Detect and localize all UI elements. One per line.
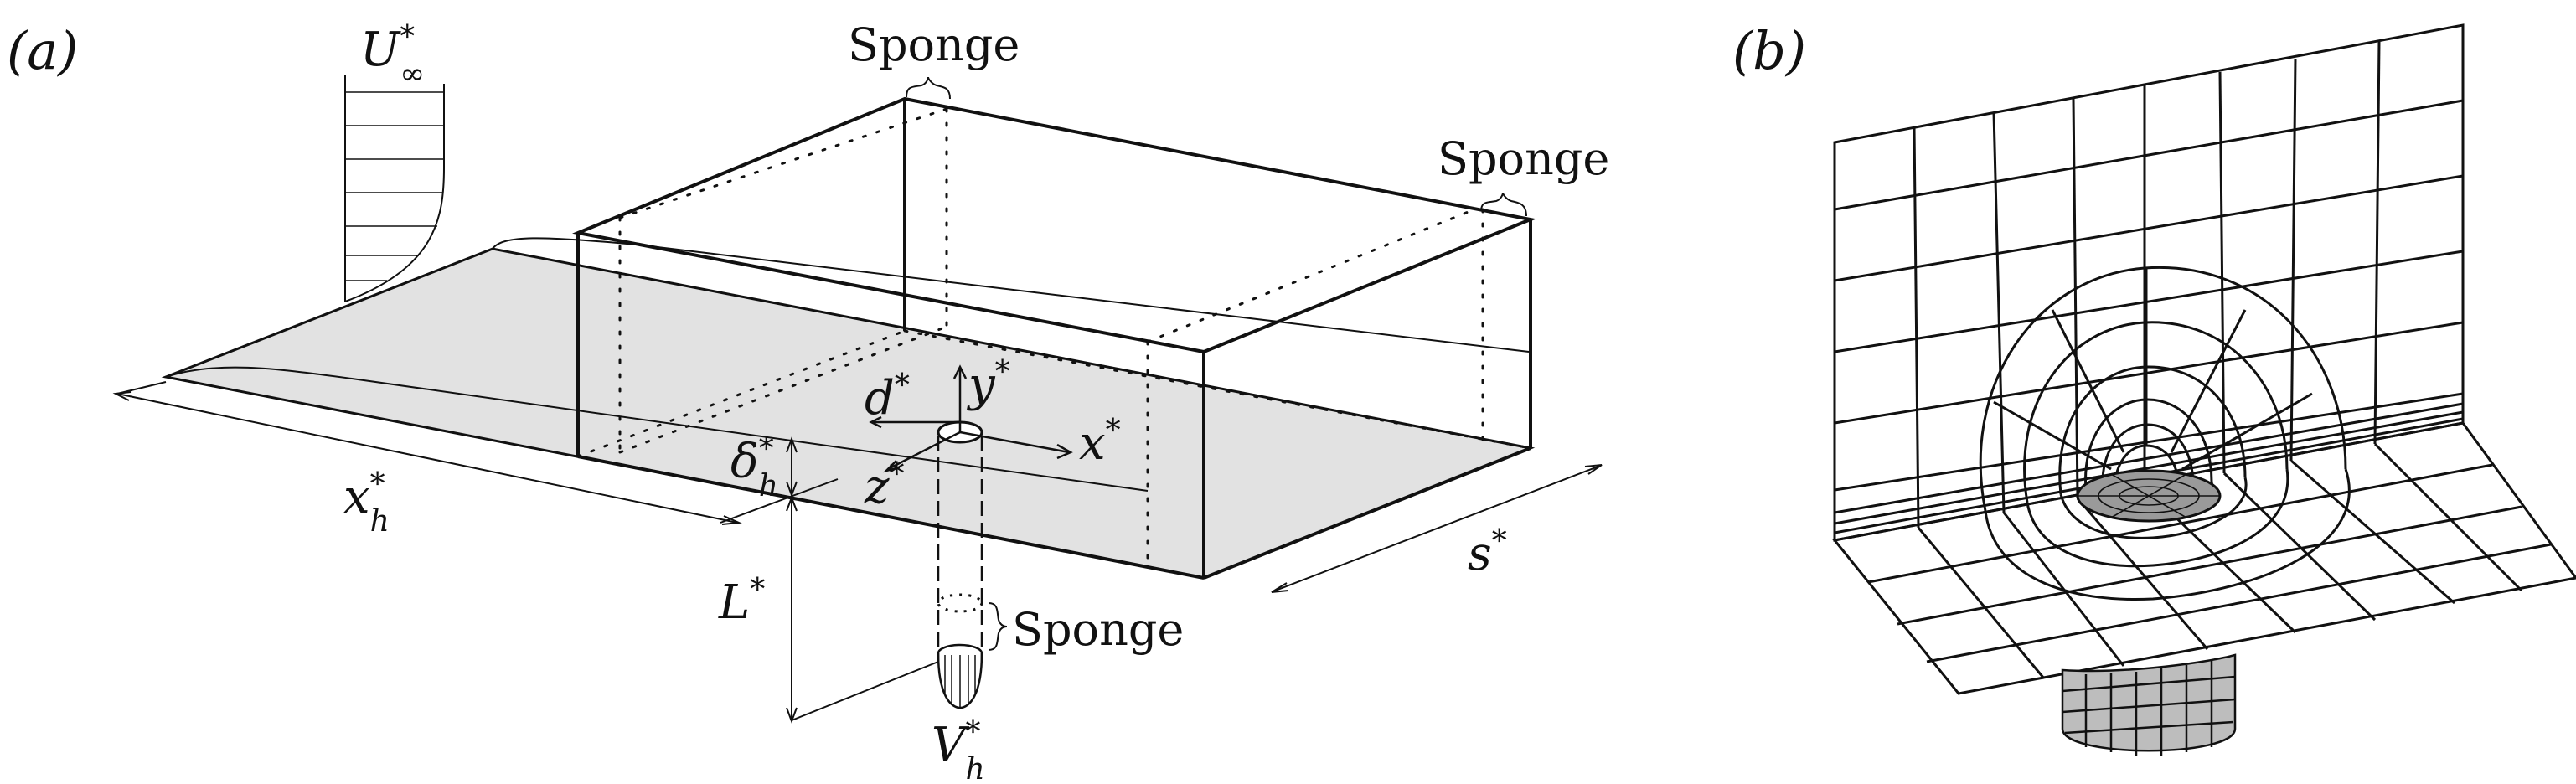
freestream-velocity-label: U*∞ [360, 20, 425, 91]
axis-x-label: x* [1079, 414, 1121, 471]
pipe-mesh [2061, 653, 2237, 756]
axis-y-label: y* [966, 355, 1010, 412]
hole-disc-lines [2078, 473, 2220, 518]
dim-L-label: L* [718, 573, 765, 630]
sponge-pipe-label: Sponge [1012, 603, 1184, 656]
dimension-lines [112, 381, 1603, 724]
coordinate-axes [869, 364, 1073, 473]
panel-a-label: (a) [7, 20, 78, 81]
dim-delta-label: δ*h [730, 432, 778, 503]
panel-b: (b) [1732, 20, 2576, 756]
wall-mesh [1833, 23, 2465, 542]
panel-b-label: (b) [1732, 20, 1806, 81]
axis-z-label: z* [864, 457, 905, 514]
sponge-right-brace [1480, 192, 1527, 217]
sponge-pipe-brace [988, 602, 1008, 651]
boundary-layer-edge-top [492, 237, 1530, 353]
sponge-right-label: Sponge [1438, 132, 1609, 185]
inflow-velocity-profile [344, 75, 445, 302]
floor-mesh [1832, 421, 2576, 695]
hidden-box-edges [576, 107, 1532, 570]
jet-pipe [937, 436, 983, 709]
panel-a: (a) U*∞ [7, 18, 1609, 784]
dim-d-label: d* [865, 369, 910, 426]
sponge-top-brace [906, 76, 951, 100]
dim-s-label: s* [1468, 524, 1507, 581]
refined-hole-mesh [1979, 266, 2351, 601]
boundary-layer-edge [165, 366, 1149, 492]
sponge-top-label: Sponge [848, 18, 1020, 71]
computational-domain-box [572, 96, 1537, 580]
dim-xh-label: x*h [343, 467, 390, 539]
jet-velocity-label: V*h [932, 715, 985, 784]
